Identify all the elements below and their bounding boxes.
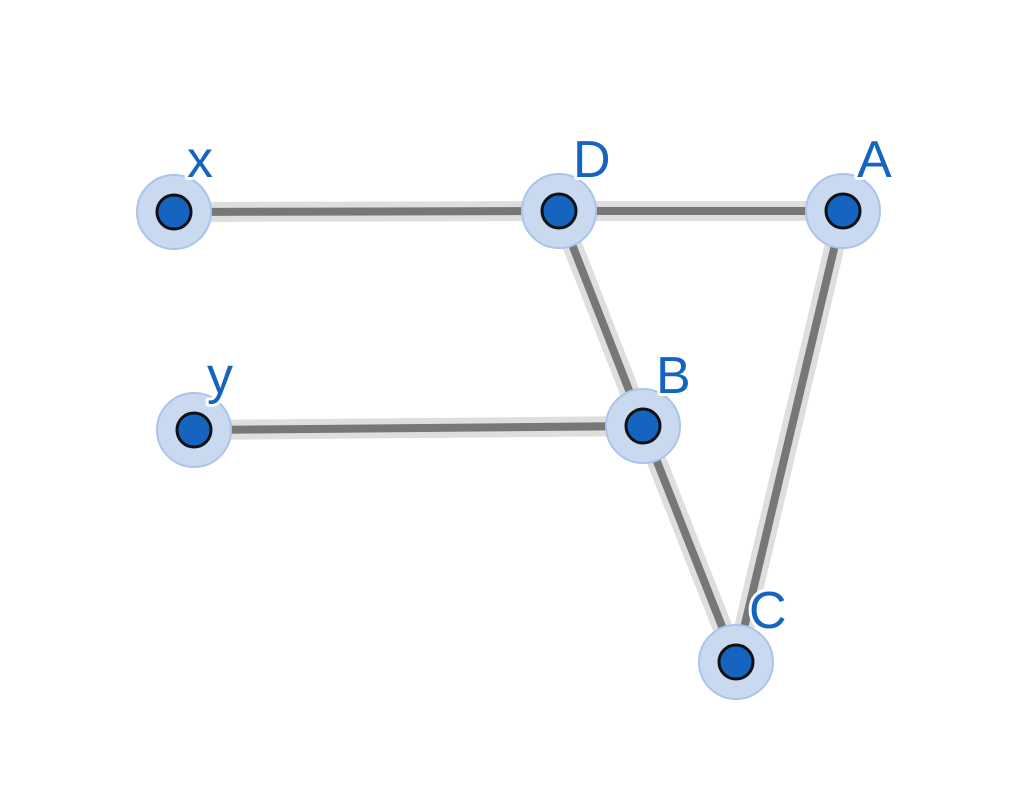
edge-A-C: [732, 207, 847, 666]
node-label-D: D: [573, 131, 611, 189]
node-C[interactable]: C: [698, 579, 790, 700]
node-dot: [175, 411, 213, 449]
edge-halo-layer: [164, 201, 853, 672]
node-dot: [824, 192, 862, 230]
node-dot: [540, 192, 578, 230]
node-A[interactable]: A: [805, 128, 895, 249]
edge-D-B: [555, 207, 647, 430]
node-dot: [717, 643, 755, 681]
node-label-y: y: [207, 347, 233, 405]
edge-x-D: [170, 207, 563, 216]
node-label-A: A: [857, 131, 892, 189]
node-label-x: x: [187, 131, 213, 189]
node-D[interactable]: D: [521, 128, 614, 249]
node-dot: [624, 407, 662, 445]
edge-layer: [170, 207, 847, 666]
node-y[interactable]: y: [156, 344, 236, 468]
node-dot: [155, 193, 193, 231]
node-B[interactable]: B: [605, 344, 694, 464]
edge-y-B: [190, 422, 647, 434]
node-label-B: B: [656, 347, 691, 405]
edge-B-C: [639, 422, 740, 666]
node-x[interactable]: x: [136, 128, 216, 250]
node-label-C: C: [749, 582, 787, 640]
